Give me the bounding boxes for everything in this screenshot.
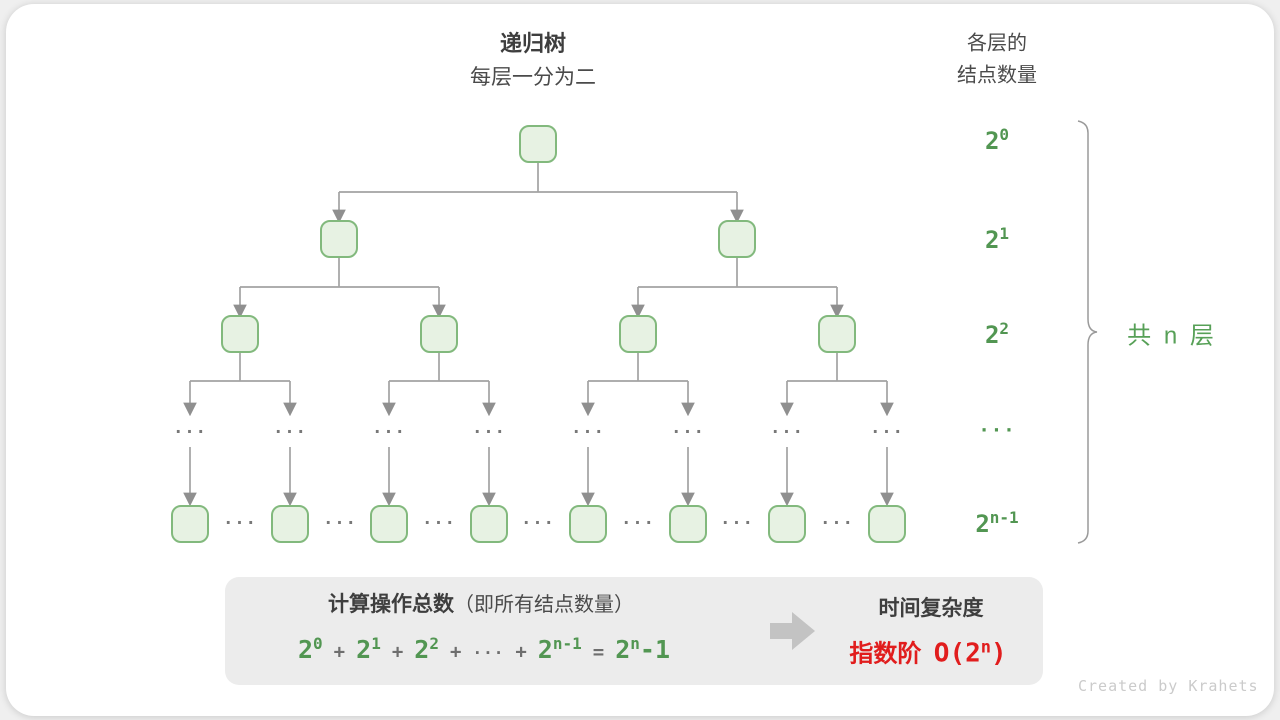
level-label-4: 2n-1 (975, 510, 1018, 538)
level-label-base: 2 (984, 226, 1000, 254)
formula-plus: + (333, 641, 346, 663)
tree-node (420, 315, 458, 353)
tree-node (569, 505, 607, 543)
tree-node (619, 315, 657, 353)
level-label-sup: 1 (999, 224, 1010, 243)
level-label-sup: 0 (999, 125, 1010, 144)
tree-node-root (519, 125, 557, 163)
tree-node (171, 505, 209, 543)
tree-node (768, 505, 806, 543)
tree-title: 递归树 (499, 31, 567, 56)
formula-plus: + (449, 641, 462, 663)
tree-node (271, 505, 309, 543)
formula-equals: = (592, 641, 605, 663)
formula-plus: + (515, 641, 527, 663)
ellipsis-dots: ··· (621, 513, 655, 534)
level-label-ellipsis: ··· (978, 419, 1016, 442)
ellipsis-dots: ··· (571, 422, 605, 443)
tree-node (868, 505, 906, 543)
result-arrow-icon (770, 612, 815, 650)
complexity-notation: O(2n) (933, 637, 1007, 669)
complexity-prefix: 指数阶 (849, 640, 922, 668)
summary-title-bold: 计算操作总数 (328, 593, 454, 616)
ellipsis-dots: ··· (422, 513, 456, 534)
summary-title-paren: （即所有结点数量） (454, 594, 634, 616)
tree-node (818, 315, 856, 353)
ellipsis-dots: ··· (323, 513, 357, 534)
complexity-value: 指数阶 O(2n) (849, 634, 1006, 669)
formula-term: 2n-1 (537, 634, 582, 664)
level-label-base: 2 (984, 321, 1000, 349)
ellipsis-dots: ··· (870, 422, 904, 443)
formula-term: 20 (297, 634, 323, 664)
complexity-title: 时间复杂度 (878, 597, 984, 620)
level-label-2: 22 (984, 321, 1009, 349)
ellipsis-dots: ··· (273, 422, 307, 443)
tree-node (221, 315, 259, 353)
ellipsis-dots: ··· (671, 422, 705, 443)
ellipsis-dots: ··· (720, 513, 754, 534)
levels-header-line1: 各层的 (967, 32, 1027, 55)
level-label-sup: n-1 (989, 508, 1019, 527)
level-label-0: 20 (984, 127, 1009, 155)
formula-result: 2n-1 (615, 634, 671, 664)
summary-box (225, 577, 1043, 685)
layer-count-label: 共 n 层 (1127, 322, 1217, 350)
tree-node (370, 505, 408, 543)
watermark: Created by Krahets (1078, 677, 1259, 695)
ellipsis-dots: ··· (770, 422, 804, 443)
layer-count-brace (1077, 120, 1098, 544)
summary-title: 计算操作总数（即所有结点数量） (328, 588, 634, 618)
formula-term: 21 (356, 634, 381, 664)
tree-node (470, 505, 508, 543)
ellipsis-dots: ··· (820, 513, 854, 534)
formula-plus: + (391, 641, 404, 663)
levels-header-line2: 结点数量 (957, 64, 1037, 87)
summary-formula: 20 + 21 + 22 + ··· + 2n-1 = 2n-1 (297, 634, 671, 664)
ellipsis-dots: ··· (372, 422, 406, 443)
level-label-base: 2 (975, 510, 990, 538)
ellipsis-dots: ··· (223, 513, 257, 534)
ellipsis-dots: ··· (173, 422, 207, 443)
formula-term: 22 (414, 634, 439, 664)
formula-ellipsis: ··· (472, 643, 505, 662)
tree-node (320, 220, 358, 258)
tree-node (669, 505, 707, 543)
level-label-sup: 2 (999, 319, 1010, 338)
tree-subtitle: 每层一分为二 (470, 66, 596, 89)
tree-node (718, 220, 756, 258)
level-label-1: 21 (984, 226, 1009, 254)
level-label-base: 2 (984, 127, 1000, 155)
ellipsis-dots: ··· (472, 422, 506, 443)
ellipsis-dots: ··· (521, 513, 555, 534)
